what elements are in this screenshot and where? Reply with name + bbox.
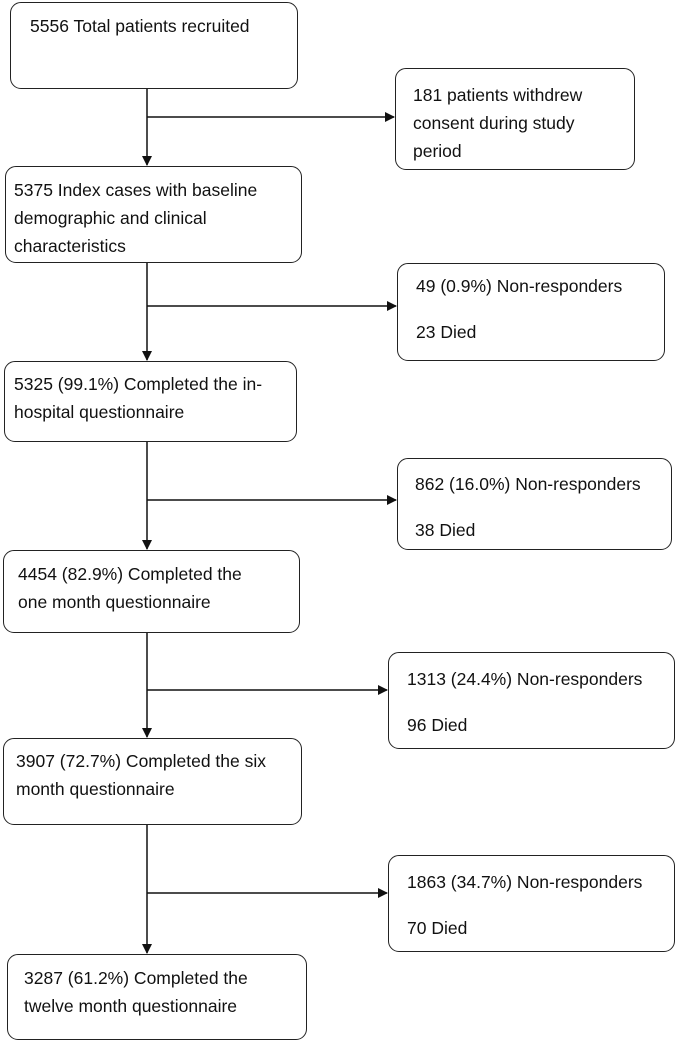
step-twelve-month-questionnaire: 3287 (61.2%) Completed the twelve month … [7, 954, 307, 1040]
step-label: 3907 (72.7%) Completed the six month que… [16, 751, 266, 799]
step-in-hospital-questionnaire: 5325 (99.1%) Completed the in- hospital … [4, 361, 297, 442]
step-one-month-questionnaire: 4454 (82.9%) Completed the one month que… [3, 550, 300, 633]
step-index-cases: 5375 Index cases with baseline demograph… [5, 166, 302, 263]
step-label: 4454 (82.9%) Completed the one month que… [18, 564, 242, 612]
non-responders-label: 1863 (34.7%) Non-responders [407, 872, 643, 892]
non-responders-label: 49 (0.9%) Non-responders [416, 276, 623, 296]
exclusion-in-hospital: 49 (0.9%) Non-responders 23 Died [397, 263, 665, 361]
exclusion-twelve-month: 1863 (34.7%) Non-responders 70 Died [388, 855, 675, 952]
step-six-month-questionnaire: 3907 (72.7%) Completed the six month que… [3, 738, 302, 825]
exclusion-label: 181 patients withdrew consent during stu… [413, 85, 583, 161]
died-label: 70 Died [407, 918, 468, 938]
non-responders-label: 862 (16.0%) Non-responders [415, 474, 641, 494]
step-label: 5325 (99.1%) Completed the in- hospital … [14, 374, 263, 422]
died-label: 23 Died [416, 322, 477, 342]
step-label: 5556 Total patients recruited [30, 16, 250, 36]
exclusion-withdrew-consent: 181 patients withdrew consent during stu… [395, 68, 635, 170]
step-total-recruited: 5556 Total patients recruited [10, 2, 298, 89]
exclusion-six-month: 1313 (24.4%) Non-responders 96 Died [388, 652, 675, 749]
step-label: 3287 (61.2%) Completed the twelve month … [24, 968, 248, 1016]
died-label: 96 Died [407, 715, 468, 735]
died-label: 38 Died [415, 520, 476, 540]
exclusion-one-month: 862 (16.0%) Non-responders 38 Died [397, 458, 672, 550]
step-label: 5375 Index cases with baseline demograph… [14, 180, 258, 256]
non-responders-label: 1313 (24.4%) Non-responders [407, 669, 643, 689]
